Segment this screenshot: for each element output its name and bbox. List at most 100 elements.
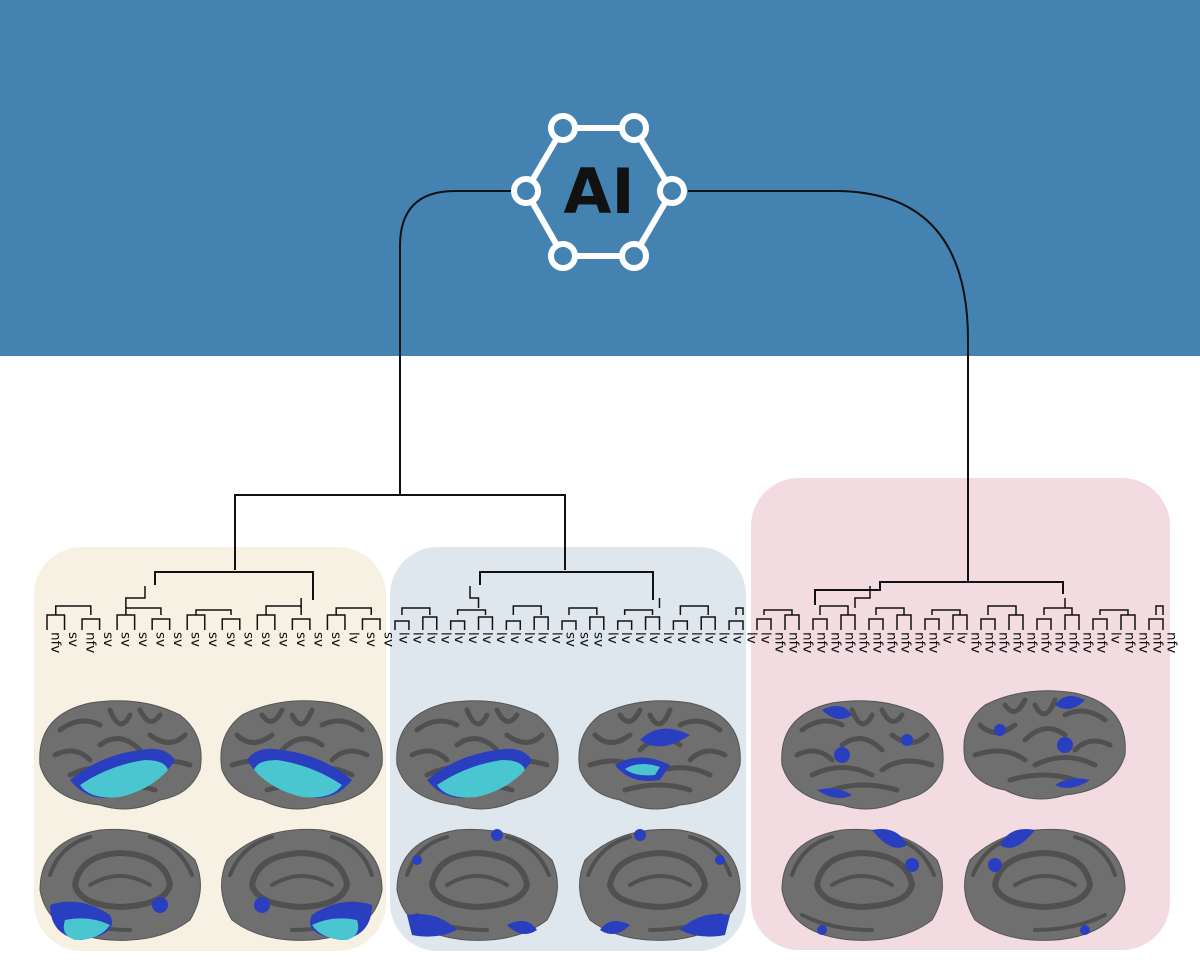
dendrogram-link xyxy=(456,609,487,615)
brain-medial-view xyxy=(964,828,1126,941)
leaf-label: lv xyxy=(507,632,523,644)
dendrogram-link xyxy=(623,609,654,615)
brain-lateral-view xyxy=(396,700,559,810)
dendrogram-link xyxy=(1148,618,1164,630)
brain-medial-view xyxy=(396,828,558,941)
brain-lateral-view xyxy=(39,700,202,810)
leaf-label: nfv xyxy=(786,632,802,653)
dendrogram-link xyxy=(568,607,598,615)
leaf-label: sv xyxy=(590,632,606,647)
dendrogram-link xyxy=(81,618,101,630)
leaf-label: lv xyxy=(940,632,956,644)
dendrogram-link xyxy=(616,620,633,630)
leaf-label: lv xyxy=(1108,632,1124,644)
atrophy-map xyxy=(817,829,919,935)
dendrogram-link xyxy=(1036,618,1052,630)
dendrogram-link xyxy=(116,614,136,630)
brain-lateral-view xyxy=(220,700,383,810)
atrophy-map xyxy=(615,728,690,781)
brain-lateral-view xyxy=(781,700,944,810)
dendrogram-link xyxy=(644,616,661,630)
leaf-label: lv xyxy=(716,632,732,644)
leaf-label: nfv xyxy=(1038,632,1054,653)
leaf-label: sv xyxy=(563,632,579,647)
leaf-label: nfv xyxy=(814,632,830,653)
leaf-label: nfv xyxy=(856,632,872,653)
leaf-label: sv xyxy=(363,632,379,647)
leaf-label: lv xyxy=(730,632,746,644)
leaf-label: lv xyxy=(632,632,648,644)
dendrogram-link xyxy=(335,607,372,615)
dendrogram-link xyxy=(1099,609,1129,615)
leaf-label: sv xyxy=(240,632,256,647)
dendrogram-link xyxy=(672,620,689,630)
dendrogram-link xyxy=(679,605,709,615)
dendrogram-link xyxy=(533,616,549,630)
leaf-label: sv xyxy=(170,632,186,647)
header-band xyxy=(0,0,1200,356)
leaf-label: sv xyxy=(65,632,81,647)
atrophy-map xyxy=(427,748,532,798)
leaf-label: nfv xyxy=(1122,632,1138,653)
leaf-label: sv xyxy=(258,632,274,647)
leaf-label: nfv xyxy=(1094,632,1110,653)
brain-surfaces xyxy=(39,690,1126,941)
leaf-label: lv xyxy=(479,632,495,644)
leaf-label: nfv xyxy=(1164,632,1180,653)
leaf-label: nfv xyxy=(884,632,900,653)
leaf-label: lv xyxy=(521,632,537,644)
leaf-label: nfv xyxy=(1080,632,1096,653)
leaf-label: sv xyxy=(223,632,239,647)
leaf-label: lv xyxy=(345,632,361,644)
dendrogram-link xyxy=(784,614,800,630)
leaf-label: nfv xyxy=(48,632,64,653)
atrophy-map xyxy=(994,696,1090,789)
ai-logo: AI xyxy=(511,113,687,271)
leaf-label: sv xyxy=(188,632,204,647)
dendrogram-link xyxy=(1064,614,1080,630)
dendrogram-link xyxy=(256,614,276,630)
dendrogram-link xyxy=(735,607,744,615)
dendrogram-link xyxy=(422,616,438,630)
leaf-label: nfv xyxy=(898,632,914,653)
dendrogram-link xyxy=(477,616,494,630)
leaf-label: lv xyxy=(758,632,774,644)
leaf-label: lv xyxy=(396,632,412,644)
leaf-label: nfv xyxy=(996,632,1012,653)
dendrogram-link xyxy=(819,605,849,615)
dendrogram-link xyxy=(875,607,905,615)
leaf-label: nfv xyxy=(912,632,928,653)
dendrogram-link xyxy=(812,618,828,630)
dendrogram-link xyxy=(854,586,871,608)
atrophy-map xyxy=(407,829,537,937)
dendrogram-link xyxy=(1120,614,1136,630)
dendrogram-link xyxy=(952,614,968,630)
leaf-label: sv xyxy=(328,632,344,647)
dendrogram-link xyxy=(195,609,232,615)
brain-medial-view xyxy=(39,828,201,941)
atrophy-map xyxy=(600,829,730,937)
leaf-label: lv xyxy=(618,632,634,644)
leaf-label: lv xyxy=(604,632,620,644)
leaf-label: lv xyxy=(423,632,439,644)
upper-dendrogram xyxy=(154,494,1064,605)
leaf-label: sv xyxy=(135,632,151,647)
dendrogram-link xyxy=(756,618,772,630)
leaf-label: nfv xyxy=(83,632,99,653)
dendrogram-link xyxy=(763,609,793,615)
leaf-label: lv xyxy=(660,632,676,644)
logo-text: AI xyxy=(563,155,634,228)
dendrogram-link xyxy=(55,605,92,615)
dendrogram-link xyxy=(868,618,884,630)
dendrogram-link xyxy=(505,620,522,630)
leaf-label: nfv xyxy=(1010,632,1026,653)
dendrogram-link xyxy=(1092,618,1108,630)
leaf-label: lv xyxy=(465,632,481,644)
dendrogram-link xyxy=(840,614,856,630)
dendrogram-link xyxy=(1008,614,1024,630)
leaf-label: sv xyxy=(153,632,169,647)
leaf-label: sv xyxy=(118,632,134,647)
dendrogram-link xyxy=(1155,605,1164,615)
